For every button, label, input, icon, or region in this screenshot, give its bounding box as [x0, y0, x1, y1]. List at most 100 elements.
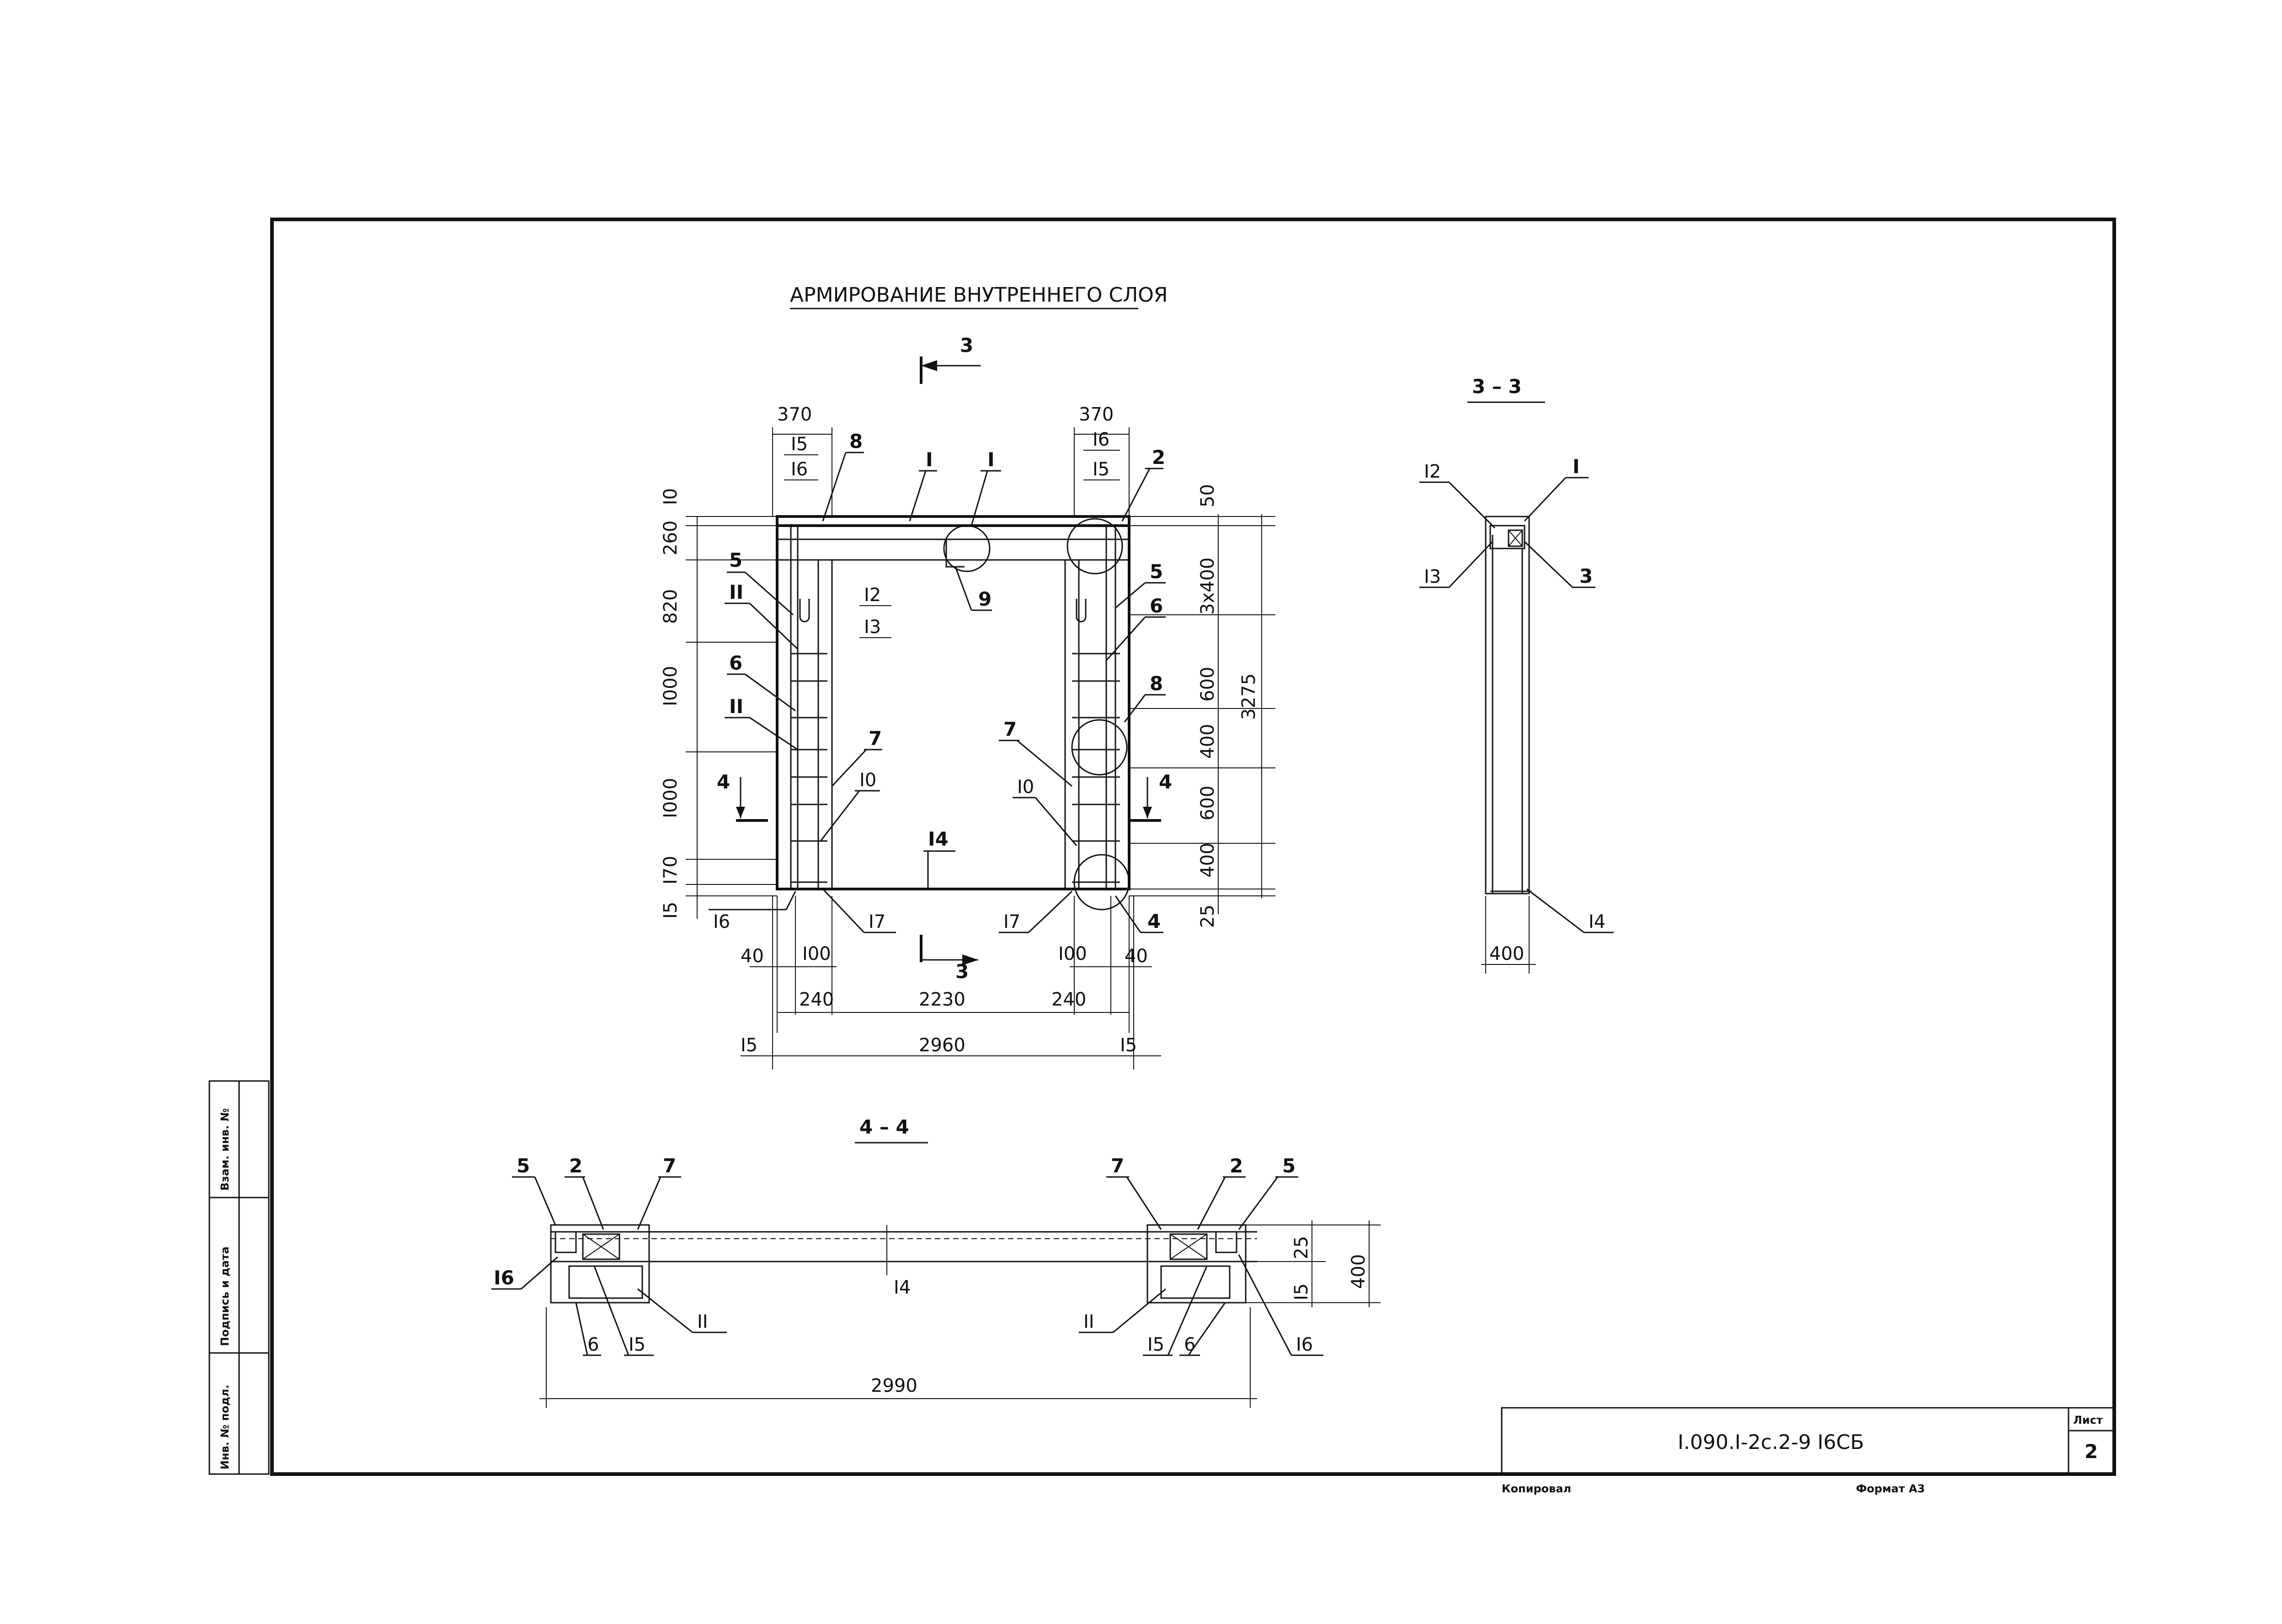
- dim-right-25: 25: [1197, 905, 1218, 928]
- sheet-label: Лист: [2073, 1414, 2103, 1427]
- sec33-callout-3: 3: [1579, 565, 1593, 587]
- callout-6-right: 6: [1150, 595, 1163, 617]
- dim-right-total: 3275: [1238, 673, 1259, 720]
- dim-240-left: 240: [799, 989, 834, 1010]
- sec44-right-6: 6: [1184, 1334, 1195, 1355]
- section-3-3: 3 – 3 I2 I I3 3 I4 400: [1419, 375, 1614, 974]
- sec44-left-11: II: [697, 1311, 708, 1332]
- callout-8-right: 8: [1150, 672, 1163, 695]
- dim-right-600a: 600: [1197, 667, 1218, 702]
- cut-4-right-label: 4: [1159, 771, 1172, 793]
- sec33-callout-1: I: [1573, 455, 1580, 478]
- stamp-podpis: Подпись и дата: [219, 1246, 231, 1346]
- dim-left-170: I70: [660, 856, 681, 884]
- callout-14: I4: [928, 828, 949, 850]
- dim-100-right: I00: [1058, 943, 1087, 964]
- plan-view: 3 3: [660, 334, 1275, 1070]
- mark-8: 8: [849, 430, 863, 453]
- callout-17-right: I7: [1003, 911, 1020, 932]
- sec44-right-16: I6: [1296, 1334, 1313, 1355]
- callout-4: 4: [1147, 910, 1161, 932]
- sec44-right-7: 7: [1111, 1155, 1124, 1177]
- callout-10-left: I0: [859, 770, 876, 791]
- sec44-dim-15: I5: [1291, 1283, 1312, 1300]
- cut-4-left-label: 4: [717, 771, 730, 793]
- footer-copied: Копировал: [1502, 1482, 1571, 1495]
- drawing-title: АРМИРОВАНИЕ ВНУТРЕННЕГО СЛОЯ: [790, 283, 1168, 307]
- dim-2230: 2230: [919, 989, 965, 1010]
- sec33-callout-14: I4: [1589, 911, 1605, 932]
- mark-2: 2: [1152, 446, 1165, 469]
- dim-15-right: I5: [1120, 1035, 1137, 1056]
- dim-right-400b: 400: [1197, 843, 1218, 878]
- dim-2960: 2960: [919, 1035, 965, 1056]
- mark-i15-a: I5: [791, 434, 808, 455]
- side-stamp: Взам. инв. № Подпись и дата Инв. № подл.: [208, 1080, 270, 1475]
- sec44-right-5: 5: [1282, 1155, 1296, 1177]
- sec33-callout-12: I2: [1424, 461, 1441, 482]
- callout-13: I3: [864, 617, 881, 638]
- callout-5-left: 5: [729, 549, 742, 571]
- mark-1-a: I: [926, 448, 933, 471]
- callout-7-right: 7: [1003, 718, 1017, 740]
- sec33-dim-400: 400: [1489, 943, 1524, 964]
- sec44-left-6: 6: [587, 1334, 599, 1355]
- callout-9: 9: [978, 588, 992, 610]
- sec44-dim-25: 25: [1291, 1236, 1312, 1259]
- dim-15-left: I5: [741, 1035, 757, 1056]
- section-3-3-title: 3 – 3: [1472, 375, 1522, 398]
- dim-left-820: 820: [660, 589, 681, 624]
- mark-i16-a: I6: [791, 459, 808, 480]
- sec44-right-2: 2: [1230, 1155, 1243, 1177]
- dim-40-left: 40: [741, 946, 764, 967]
- callout-6-left: 6: [729, 652, 742, 674]
- sec44-left-16: I6: [494, 1267, 514, 1289]
- dim-right-3x400: 3x400: [1197, 558, 1218, 615]
- callout-12: I2: [864, 585, 881, 606]
- dim-40-right: 40: [1125, 946, 1148, 967]
- title-block: I.090.I-2c.2-9 I6СБ Лист 2: [1501, 1407, 2115, 1475]
- sec44-mid-14: I4: [894, 1277, 911, 1298]
- drawing-frame: [270, 218, 2116, 1476]
- document-code: I.090.I-2c.2-9 I6СБ: [1678, 1431, 1864, 1454]
- sec44-dim-400: 400: [1348, 1254, 1369, 1289]
- callout-16: I6: [713, 911, 730, 932]
- footer-format: Формат А3: [1856, 1482, 1925, 1495]
- dim-240-right: 240: [1051, 989, 1086, 1010]
- sec44-left-5: 5: [517, 1155, 530, 1177]
- callout-5-right: 5: [1150, 560, 1163, 583]
- section-4-4-title: 4 – 4: [859, 1116, 909, 1138]
- sec44-left-2: 2: [569, 1155, 582, 1177]
- sec44-right-11: II: [1083, 1311, 1094, 1332]
- callout-7-left: 7: [869, 727, 882, 750]
- sheet-number: 2: [2085, 1440, 2098, 1463]
- callout-17-left: I7: [869, 911, 885, 932]
- cut-3-top-label: 3: [960, 334, 973, 357]
- sec44-dim-2990: 2990: [871, 1375, 917, 1396]
- dim-right-50: 50: [1197, 484, 1218, 507]
- section-4-4: 4 – 4 5 2 7 I6 6 I5: [491, 1116, 1381, 1408]
- sec44-right-15: I5: [1147, 1334, 1164, 1355]
- dim-left-260: 260: [660, 521, 681, 555]
- dim-left-15: I5: [660, 902, 681, 919]
- dim-100-left: I00: [802, 943, 831, 964]
- dim-370-left: 370: [777, 404, 812, 425]
- dim-left-1000b: I000: [660, 778, 681, 818]
- dim-left-1000a: I000: [660, 666, 681, 706]
- mark-i16-b: I6: [1093, 429, 1109, 450]
- mark-1-b: I: [987, 448, 995, 471]
- callout-11-b: II: [729, 695, 743, 718]
- dim-right-600b: 600: [1197, 786, 1218, 820]
- dim-left-10: I0: [660, 488, 681, 505]
- dim-right-400a: 400: [1197, 724, 1218, 759]
- cut-3-bottom-label: 3: [955, 960, 969, 983]
- sec44-left-15: I5: [629, 1334, 645, 1355]
- callout-11-a: II: [729, 581, 743, 603]
- stamp-inv-podl: Инв. № подл.: [219, 1384, 231, 1470]
- sec44-left-7: 7: [663, 1155, 676, 1177]
- stamp-vzam: Взам. инв. №: [219, 1108, 231, 1191]
- dim-370-right: 370: [1079, 404, 1114, 425]
- sec33-callout-13: I3: [1424, 566, 1441, 587]
- mark-i15-b: I5: [1093, 459, 1109, 480]
